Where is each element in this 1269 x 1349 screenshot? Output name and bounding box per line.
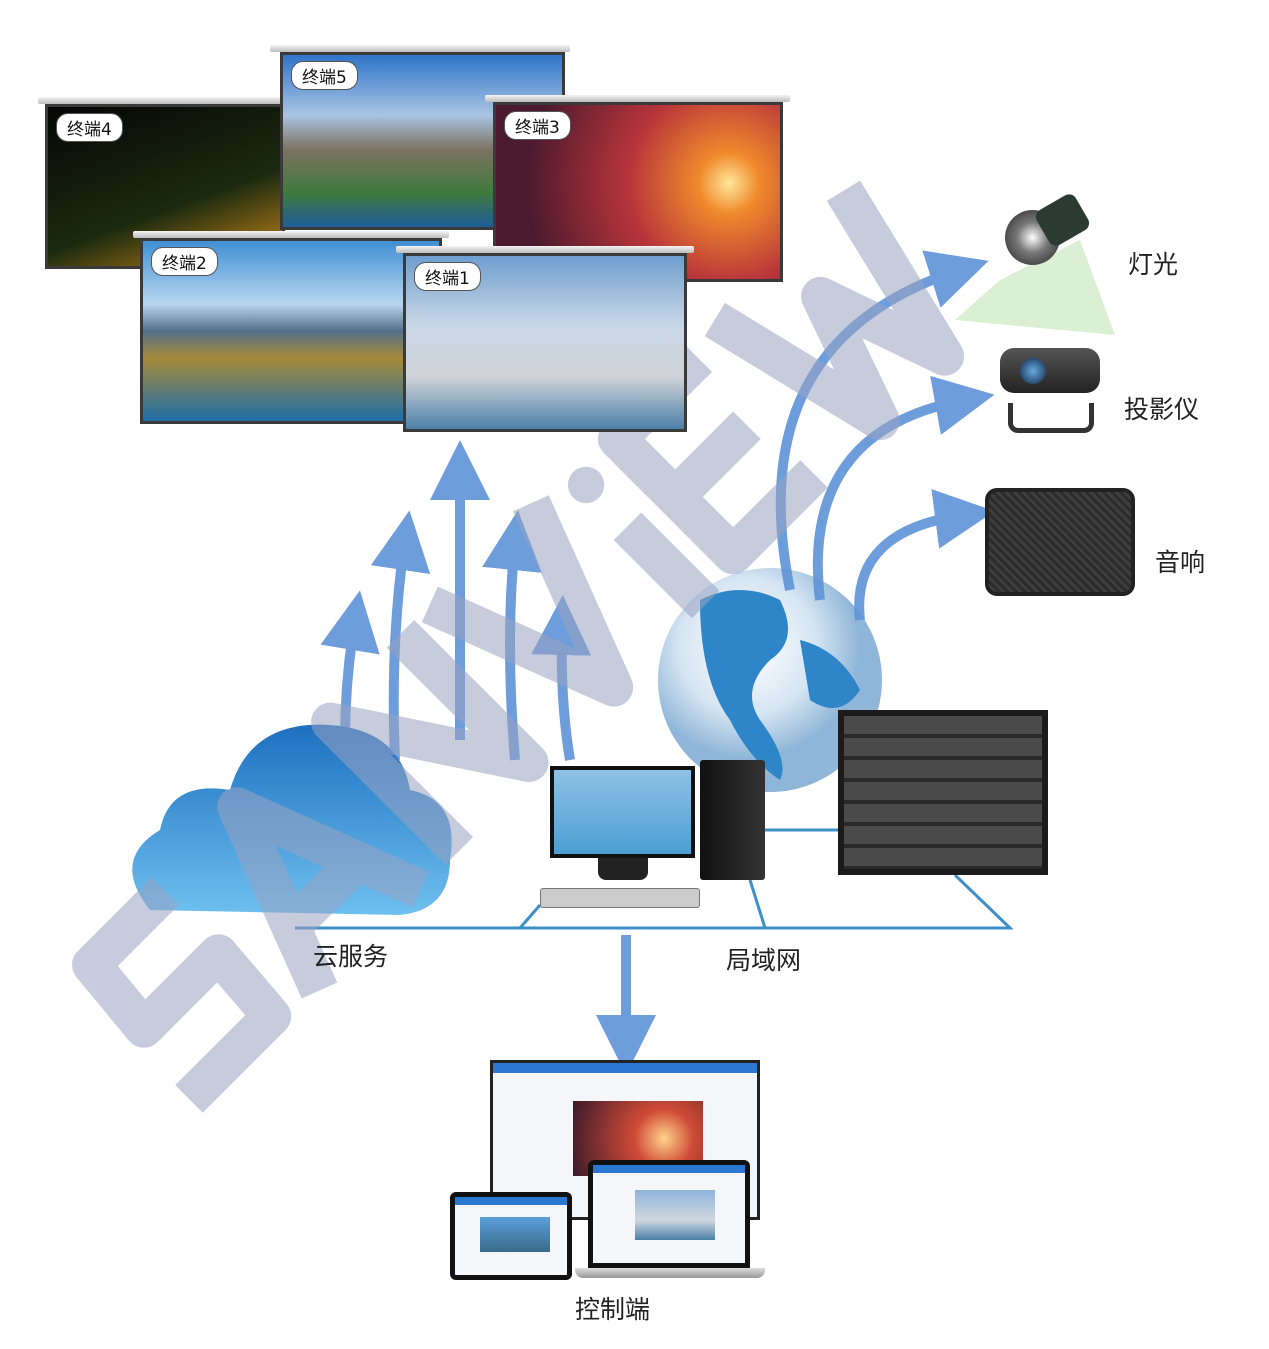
keyboard-icon [540, 888, 700, 908]
watermark-logo [72, 180, 965, 1113]
tablet-control [450, 1192, 572, 1280]
terminal-screen-1: 终端1 [403, 253, 687, 432]
pc-tower-icon [700, 760, 765, 880]
monitor-icon [550, 766, 695, 858]
cloud-service-label: 云服务 [313, 942, 389, 971]
light-label: 灯光 [1128, 250, 1179, 279]
lan-lines [295, 828, 1014, 930]
terminal-label: 终端5 [291, 61, 358, 90]
projector-label: 投影仪 [1124, 395, 1200, 424]
projector-icon [1000, 348, 1100, 436]
server-rack-icon [838, 710, 1048, 875]
stage-light-icon [1005, 170, 1092, 280]
control-label: 控制端 [575, 1295, 651, 1324]
terminal-label: 终端4 [56, 113, 123, 142]
terminal-label: 终端1 [414, 262, 481, 291]
lan-label: 局域网 [726, 946, 802, 975]
terminal-label: 终端2 [151, 247, 218, 276]
laptop-control [588, 1160, 750, 1268]
speaker-icon [985, 488, 1135, 596]
speaker-label: 音响 [1155, 548, 1206, 577]
terminal-label: 终端3 [504, 111, 571, 140]
terminal-screen-2: 终端2 [140, 238, 442, 424]
